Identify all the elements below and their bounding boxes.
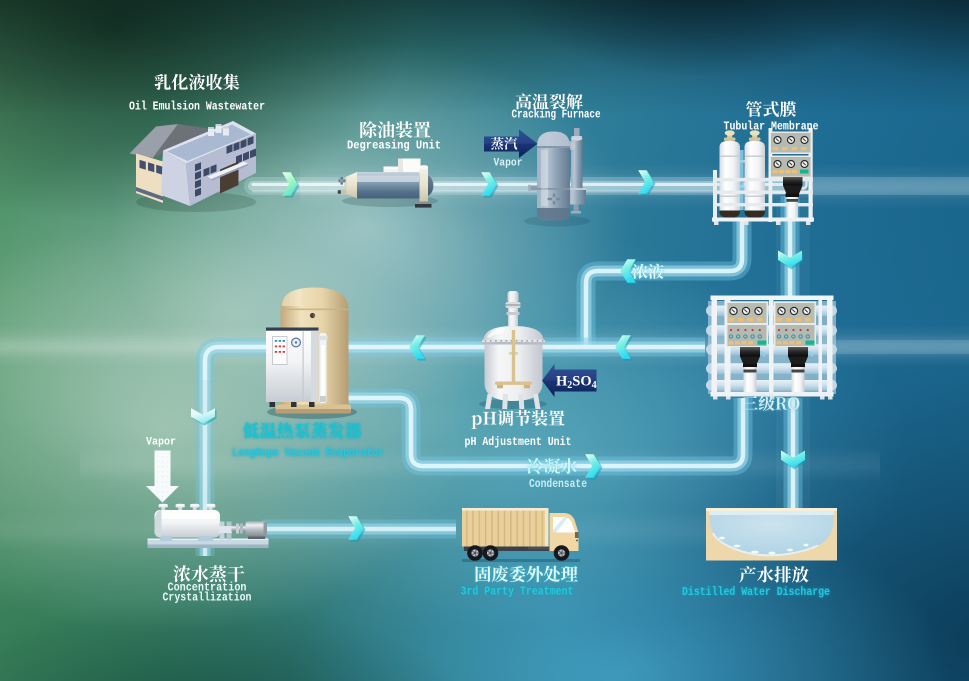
svg-text:3rd Party Treatment: 3rd Party Treatment [461,585,574,599]
svg-text:Crystallization: Crystallization [163,591,252,605]
svg-text:Cracking Furnace: Cracking Furnace [512,108,601,122]
svg-text:Condensate: Condensate [529,477,587,491]
svg-text:H2SO4: H2SO4 [556,374,597,392]
svg-text:Distilled Water Discharge: Distilled Water Discharge [682,585,830,599]
svg-text:pH Adjustment Unit: pH Adjustment Unit [465,435,572,449]
svg-text:Concentration: Concentration [168,581,247,595]
svg-text:3rd Party Treatment: 3rd Party Treatment [461,585,574,599]
svg-text:Degreasing Unit: Degreasing Unit [347,139,441,153]
svg-text:LongHope Vacuum Evaporator: LongHope Vacuum Evaporator [232,446,384,460]
svg-text:LongHope Vacuum Evaporator: LongHope Vacuum Evaporator [232,446,384,460]
svg-text:Oil Emulsion Wastewater: Oil Emulsion Wastewater [129,100,265,114]
svg-text:Tubular Membrane: Tubular Membrane [724,120,819,134]
svg-text:Distilled Water Discharge: Distilled Water Discharge [682,585,830,599]
svg-text:Vapor: Vapor [494,158,523,170]
svg-text:Vapor: Vapor [146,437,176,449]
